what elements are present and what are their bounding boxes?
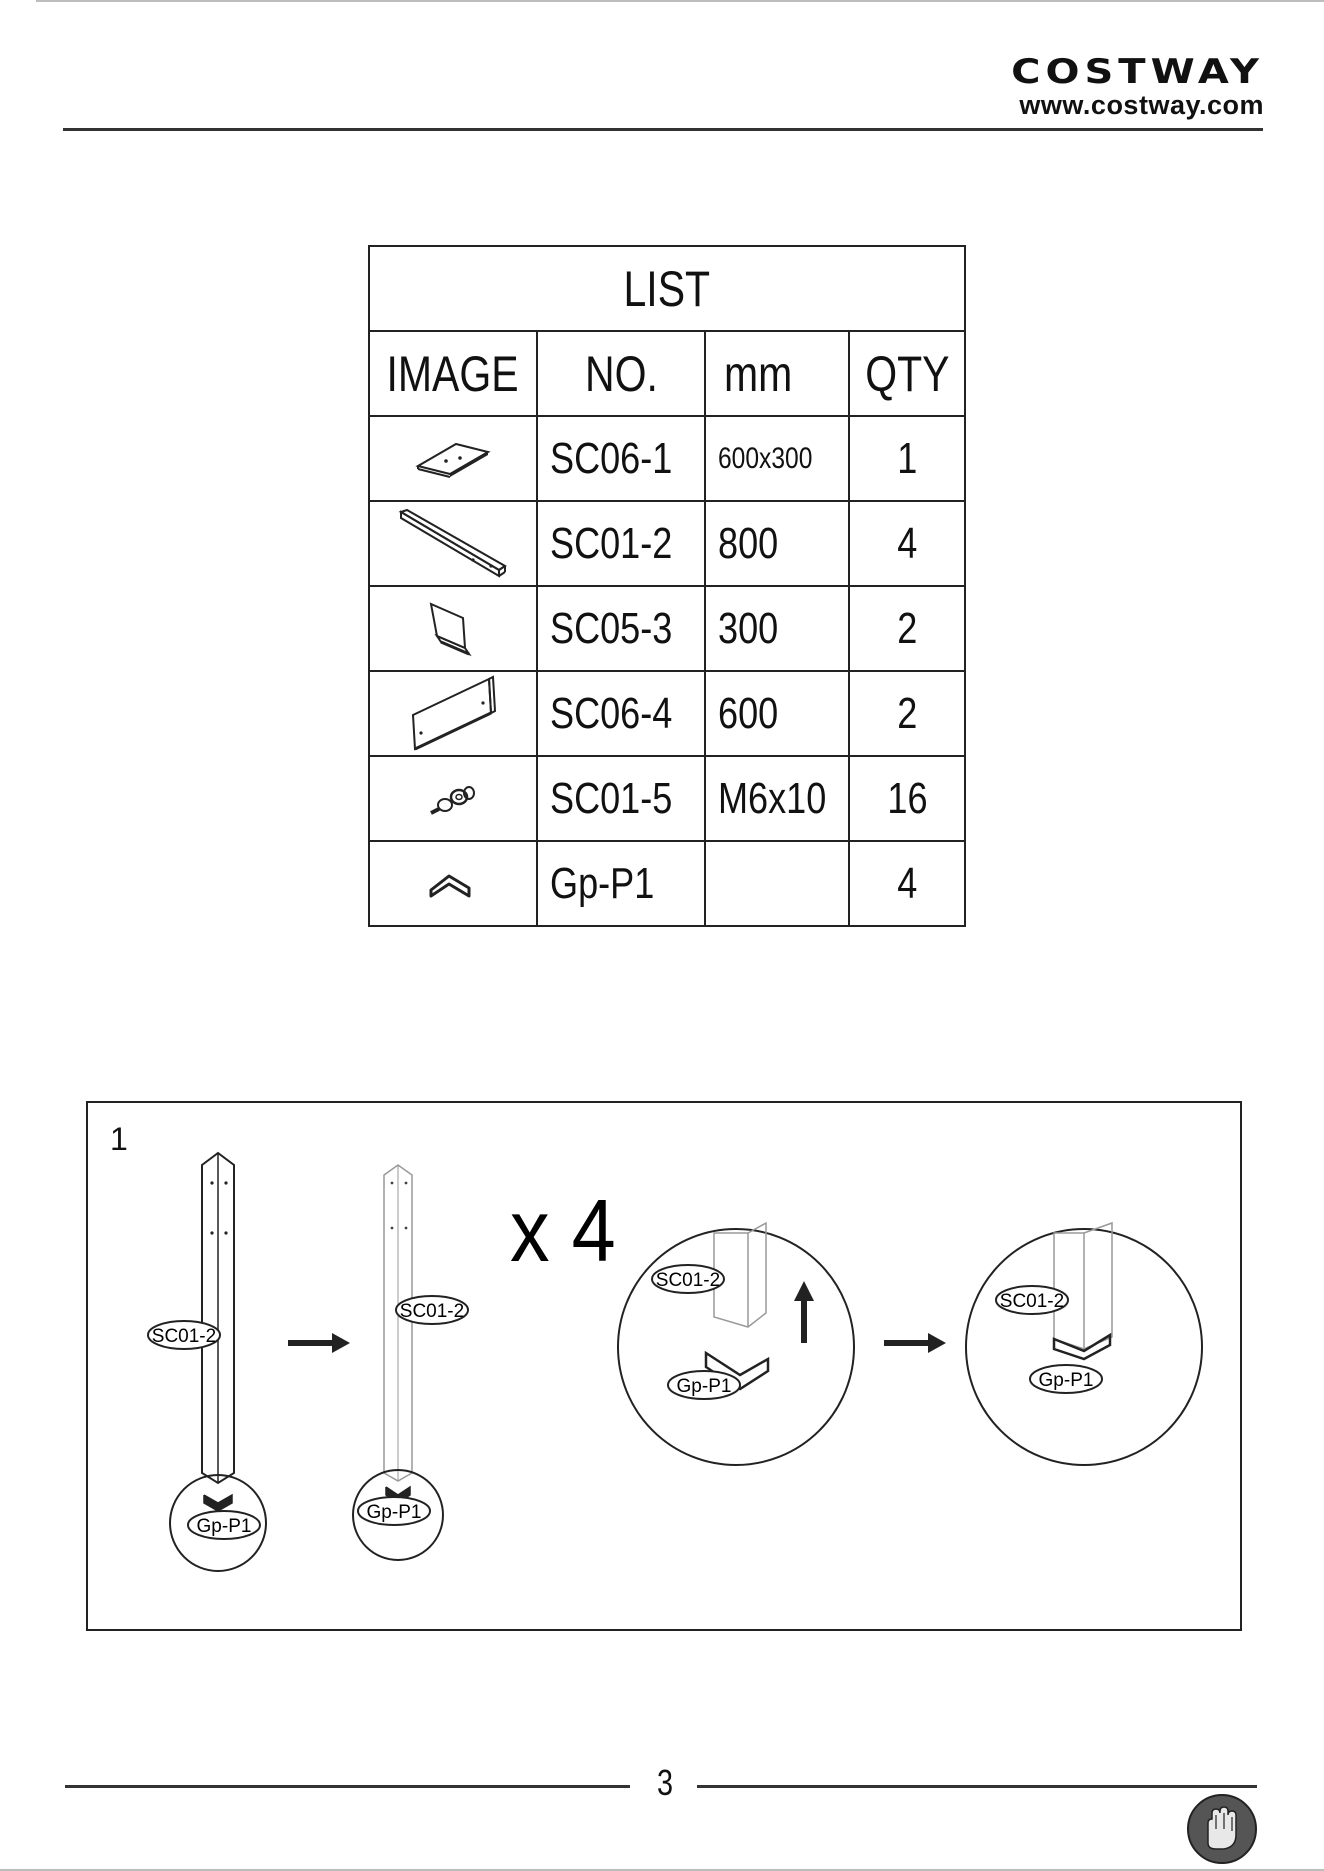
label-post-middle: SC01-2: [400, 1301, 464, 1322]
label-foot-middle: Gp-P1: [367, 1502, 422, 1523]
page-number: 3: [645, 1762, 685, 1804]
long-bar-icon: [393, 504, 513, 584]
foot-cap-icon: [423, 864, 483, 904]
part-size: 800: [705, 501, 849, 586]
part-number: SC06-4: [537, 671, 705, 756]
table-header-row: IMAGE NO. mm QTY: [369, 331, 965, 416]
part-number: SC01-5: [537, 756, 705, 841]
label-foot-left: Gp-P1: [197, 1516, 252, 1537]
detail-circle-before: [618, 1223, 854, 1465]
column-header-qty: QTY: [849, 331, 965, 416]
part-number: Gp-P1: [537, 841, 705, 926]
part-qty: 2: [849, 586, 965, 671]
part-size: 600: [705, 671, 849, 756]
brand-block: COSTWAY www.costway.com: [1011, 48, 1264, 120]
glove-icon: [1186, 1793, 1258, 1865]
brand-logo: COSTWAY: [1011, 54, 1264, 90]
step-illustration: SC01-2 Gp-P1 SC01-2 Gp-P1 x 4: [88, 1103, 1240, 1629]
table-row: SC06-1 600x300 1: [369, 416, 965, 501]
part-qty: 1: [849, 416, 965, 501]
part-qty: 4: [849, 501, 965, 586]
part-image-cell: [369, 501, 537, 586]
label-post-left: SC01-2: [152, 1326, 216, 1347]
column-header-image: IMAGE: [369, 331, 537, 416]
part-image-cell: [369, 756, 537, 841]
column-header-mm: mm: [705, 331, 849, 416]
part-number: SC01-2: [537, 501, 705, 586]
part-size: M6x10: [705, 756, 849, 841]
arrow-right-icon: [884, 1333, 946, 1353]
footer-divider-left: [65, 1785, 630, 1788]
part-number: SC06-1: [537, 416, 705, 501]
part-qty: 16: [849, 756, 965, 841]
part-size: 600x300: [705, 416, 849, 501]
multiplier-text: x 4: [510, 1181, 616, 1280]
part-size: [705, 841, 849, 926]
part-qty: 2: [849, 671, 965, 756]
label-foot-detail-1: Gp-P1: [677, 1376, 732, 1397]
screw-icon: [423, 777, 483, 821]
label-foot-detail-2: Gp-P1: [1039, 1370, 1094, 1391]
table-title-row: LIST: [369, 246, 965, 331]
table-row: Gp-P1 4: [369, 841, 965, 926]
table-row: SC05-3 300 2: [369, 586, 965, 671]
table-row: SC06-4 600 2: [369, 671, 965, 756]
table-title: LIST: [369, 246, 965, 331]
label-post-detail-2: SC01-2: [1000, 1291, 1064, 1312]
table-row: SC01-2 800 4: [369, 501, 965, 586]
side-bracket-icon: [403, 673, 503, 755]
short-bracket-icon: [423, 596, 483, 662]
table-row: SC01-5 M6x10 16: [369, 756, 965, 841]
step-1-panel: 1 SC01-2 Gp-P1 SC01-2 Gp-P1: [86, 1101, 1242, 1631]
label-post-detail-1: SC01-2: [656, 1270, 720, 1291]
part-image-cell: [369, 586, 537, 671]
part-image-cell: [369, 416, 537, 501]
header-divider: [63, 128, 1263, 131]
part-size: 300: [705, 586, 849, 671]
part-image-cell: [369, 841, 537, 926]
footer-divider-right: [697, 1785, 1257, 1788]
arrow-right-icon: [288, 1333, 350, 1353]
column-header-no: NO.: [537, 331, 705, 416]
top-edge-line: [36, 0, 1324, 2]
parts-list-table: LIST IMAGE NO. mm QTY SC06-1 600x300 1: [368, 245, 966, 927]
part-qty: 4: [849, 841, 965, 926]
part-image-cell: [369, 671, 537, 756]
part-number: SC05-3: [537, 586, 705, 671]
panel-icon: [408, 434, 498, 484]
detail-circle-after: [966, 1223, 1202, 1465]
post-with-foot-left: [170, 1153, 266, 1571]
brand-url: www.costway.com: [1011, 90, 1264, 120]
